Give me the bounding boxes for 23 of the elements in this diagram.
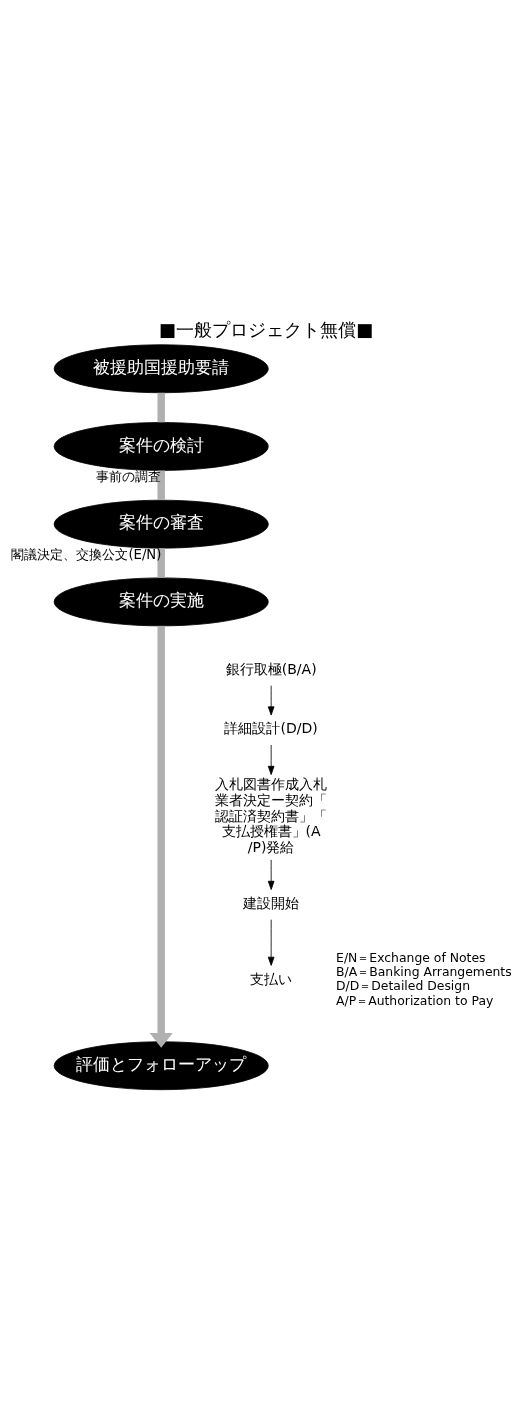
node-text: 銀行取極(B/A): [225, 660, 317, 677]
connector: [157, 470, 165, 500]
node-ellipse: 案件の審査: [53, 499, 269, 549]
node-text: 入札図書作成入札業者決定ー契約「認証済契約書」「支払授権書」(A/P)発給: [215, 775, 328, 855]
arrow: [267, 858, 275, 890]
arrow: [267, 684, 275, 715]
edge-label: 閣議決定、交換公文(E/N): [11, 546, 162, 562]
node-text: 詳細設計(D/D): [224, 719, 318, 736]
arrow: [267, 918, 275, 966]
node-ellipse: 評価とフォローアップ: [53, 1040, 269, 1090]
node-ellipse: 案件の実施: [53, 577, 269, 626]
connector: [157, 547, 165, 578]
arrow: [149, 625, 173, 1048]
node-ellipse: 被援助国援助要請: [53, 343, 269, 393]
label: A/P＝Authorization to Pay: [336, 992, 494, 1008]
node-text: 建設開始: [243, 894, 300, 911]
connector: [157, 392, 165, 422]
label: E/N＝Exchange of Notes: [336, 949, 486, 965]
arrow: [267, 744, 275, 775]
edge-label: 事前の調査: [95, 468, 161, 484]
node-text: 支払い: [250, 970, 293, 987]
diagram-title: ■一般プロジェクト無償■: [158, 318, 374, 340]
node-ellipse: 案件の検討: [53, 421, 269, 471]
